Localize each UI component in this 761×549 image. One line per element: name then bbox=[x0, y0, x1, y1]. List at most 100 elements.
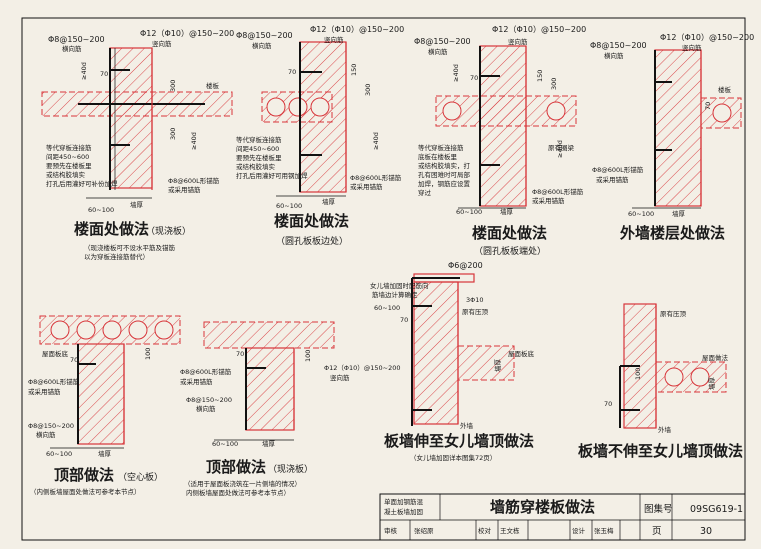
p2-bar-top: Φ8@150~200 bbox=[236, 31, 293, 40]
tb-atlas-no: 09SG619-1 bbox=[690, 504, 743, 515]
p2-desc2: 间距450~600 bbox=[236, 145, 279, 153]
p3-desc3: 或结构胶填实，打 bbox=[418, 161, 471, 170]
title-block: 单面加钢筋混 凝土板墙加固 墙筋穿楼板做法 图集号 09SG619-1 审核 张… bbox=[379, 493, 746, 541]
p6-dim-wall: 墙厚 bbox=[262, 439, 276, 448]
p3-dim-300: 300 bbox=[550, 78, 558, 90]
p3-anchor: Φ8@600L形锚筋 bbox=[532, 187, 584, 196]
p6-bar-sub: 横向筋 bbox=[196, 404, 216, 413]
p7-bar-top: Φ6@200 bbox=[448, 261, 483, 270]
p2-title-suffix: （圆孔板板边处） bbox=[276, 235, 348, 247]
p7-label-out: 外墙 bbox=[460, 421, 474, 430]
p7-d2: 筋墙边计算确定 bbox=[372, 290, 418, 299]
p3-bar-main-sub: 竖向筋 bbox=[508, 37, 528, 46]
p1-desc3: 要预先在楼板里 bbox=[46, 161, 92, 170]
p7-bar-main-sub: 竖向筋 bbox=[330, 373, 350, 382]
p3-dim-40d2: ≥40d bbox=[556, 140, 564, 158]
p2-desc5: 打孔后用灌好可用钢加焊 bbox=[236, 171, 308, 180]
p3-anchor2: 或采用锚筋 bbox=[532, 196, 565, 205]
panel-floor-hollow-slab-end: Φ8@150~200 横向筋 Φ12（Φ10）@150~200 竖向筋 ≥40d… bbox=[414, 25, 586, 257]
p7-dim-60: 60~100 bbox=[374, 304, 400, 312]
p1-note1: （现浇楼板可不设水平筋及锚筋 bbox=[84, 243, 176, 252]
p5-dim-wall: 墙厚 bbox=[98, 449, 112, 458]
p1-bar-top-sub: 横向筋 bbox=[62, 44, 82, 53]
p8-dim-wall: 墙厚 bbox=[707, 377, 716, 391]
p3-desc1: 等代穿板连接筋 bbox=[418, 143, 464, 152]
p1-bar-main: Φ12（Φ10）@150~200 bbox=[140, 29, 234, 38]
p3-bar-main: Φ12（Φ10）@150~200 bbox=[492, 25, 586, 34]
p3-bar-top-sub: 横向筋 bbox=[428, 47, 448, 56]
p2-dim-wall: 墙厚 bbox=[322, 197, 336, 206]
p1-anchor2: 或采用锚筋 bbox=[168, 185, 201, 194]
p6-anchor2: 或采用锚筋 bbox=[180, 377, 213, 386]
p1-dim-wall: 墙厚 bbox=[130, 200, 144, 209]
p8-label-beam: 原有压顶 bbox=[660, 309, 687, 318]
p7-note: （女儿墙加固详本图集72页） bbox=[410, 453, 496, 462]
p1-note2: 以为穿板连接筋替代） bbox=[84, 252, 149, 261]
p2-desc1: 等代穿板连接筋 bbox=[236, 135, 282, 144]
p1-dim-300b: 300 bbox=[169, 128, 177, 140]
p3-title-suffix: （圆孔板板端处） bbox=[474, 245, 546, 257]
p8-dim-70: 70 bbox=[604, 400, 612, 408]
p3-dim-wall: 墙厚 bbox=[500, 207, 514, 216]
tb-check: 审核 bbox=[384, 526, 398, 535]
panel-floor-cast-slab: Φ8@150~200 横向筋 Φ12（Φ10）@150~200 竖向筋 ≥40d… bbox=[41, 29, 234, 261]
panel-parapet-full: Φ6@200 女儿墙加固时配筋向 筋墙边计算确定 3Φ10 60~100 原有压… bbox=[324, 261, 535, 462]
p3-title: 楼面处做法 bbox=[472, 224, 547, 242]
p8-title: 板墙不伸至女儿墙顶做法 bbox=[578, 442, 743, 460]
p5-bar-sub: 横向筋 bbox=[36, 430, 56, 439]
p4-label-slab: 楼板 bbox=[718, 85, 732, 94]
tb-checker: 张绍原 bbox=[414, 526, 434, 535]
panel-top-cast-slab: 100 70 Φ8@600L形锚筋 或采用锚筋 Φ8@150~200 横向筋 6… bbox=[180, 321, 335, 497]
p4-dim-bottom: 60~100 bbox=[628, 210, 654, 218]
p5-bar: Φ8@150~200 bbox=[28, 422, 74, 430]
p3-bar-top: Φ8@150~200 bbox=[414, 37, 471, 46]
p4-anchor: Φ8@600L形锚筋 bbox=[592, 165, 644, 174]
p6-anchor: Φ8@600L形锚筋 bbox=[180, 367, 232, 376]
p2-anchor2: 或采用锚筋 bbox=[350, 182, 383, 191]
p6-title: 顶部做法 bbox=[206, 458, 266, 476]
p7-label-roof: 屋面板底 bbox=[508, 349, 535, 358]
tb-left2: 凝土板墙加固 bbox=[384, 507, 423, 516]
p1-dim-300a: 300 bbox=[169, 80, 177, 92]
p7-bar-main: Φ12（Φ10）@150~200 bbox=[324, 364, 401, 372]
p1-desc1: 等代穿板连接筋 bbox=[46, 143, 92, 152]
p1-dim-40d2: ≥40d bbox=[190, 132, 198, 150]
tb-page-label: 页 bbox=[652, 526, 662, 537]
p1-dim-70: 70 bbox=[100, 70, 108, 78]
p1-dim-bottom: 60~100 bbox=[88, 206, 114, 214]
p5-title-suffix: （空心板） bbox=[118, 471, 163, 483]
p1-title-suffix: （现浇板） bbox=[146, 225, 191, 237]
p2-bar-main-sub: 竖向筋 bbox=[324, 35, 344, 44]
p2-dim-150: 150 bbox=[350, 64, 358, 76]
panel-parapet-partial: 原有压顶 屋面做法 墙厚 70 100 外墙 板墙不伸至女儿墙顶做法 bbox=[578, 303, 743, 460]
p1-desc5: 打孔后用灌好可补份加焊 bbox=[46, 179, 118, 188]
p4-bar-top-sub: 横向筋 bbox=[604, 51, 624, 60]
p1-dim-40d: ≥40d bbox=[80, 62, 88, 80]
p7-bar2: 3Φ10 bbox=[466, 296, 484, 304]
p3-desc5: 加焊，钢筋应设置 bbox=[418, 179, 471, 188]
p2-bar-top-sub: 横向筋 bbox=[252, 41, 272, 50]
tb-atlas-label: 图集号 bbox=[644, 503, 673, 515]
p7-label-beam: 原有压顶 bbox=[462, 307, 489, 316]
p4-bar-main-sub: 竖向筋 bbox=[682, 43, 702, 52]
p5-dim-70: 70 bbox=[70, 356, 78, 364]
p1-desc2: 间距450~600 bbox=[46, 153, 89, 161]
p4-title: 外墙楼层处做法 bbox=[619, 224, 725, 242]
p2-desc4: 或结构胶填实 bbox=[236, 162, 276, 171]
p2-desc3: 要预先在楼板里 bbox=[236, 153, 282, 162]
p1-anchor: Φ8@600L形锚筋 bbox=[168, 176, 220, 185]
p2-dim-bottom: 60~100 bbox=[276, 202, 302, 210]
p4-dim-wall: 墙厚 bbox=[672, 209, 686, 218]
panel-top-hollow-slab: 屋面板底 100 70 Φ8@600L形锚筋 或采用锚筋 Φ8@150~200 … bbox=[28, 315, 181, 496]
p4-anchor2: 或采用锚筋 bbox=[596, 175, 629, 184]
tb-page-no: 30 bbox=[700, 526, 712, 537]
p3-dim-40d: ≥40d bbox=[452, 64, 460, 82]
p3-desc4: 孔有困难时可局部 bbox=[418, 170, 471, 179]
p5-anchor2: 或采用锚筋 bbox=[28, 387, 61, 396]
p5-anchor: Φ8@600L形锚筋 bbox=[28, 377, 80, 386]
p1-label-slab: 楼板 bbox=[206, 81, 220, 90]
p2-anchor: Φ8@600L形锚筋 bbox=[350, 173, 402, 182]
panel-exterior-floor: Φ8@150~200 横向筋 Φ12（Φ10）@150~200 竖向筋 楼板 7… bbox=[590, 33, 754, 242]
